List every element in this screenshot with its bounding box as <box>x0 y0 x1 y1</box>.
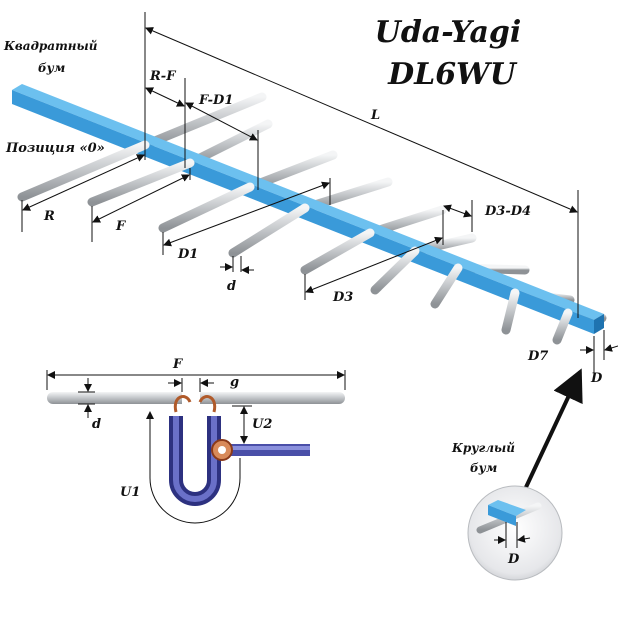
dim-D3-label: D3 <box>332 290 353 305</box>
feed-dim-F-label: F <box>172 357 183 372</box>
dim-D1-label: D1 <box>177 247 198 262</box>
dim-R-label: R <box>43 209 55 224</box>
round-boom-inset: Круглый бум D <box>451 368 583 581</box>
dim-d-label: d <box>227 279 236 294</box>
director3-front-half <box>300 228 375 275</box>
dim-F-label: F <box>115 219 126 234</box>
inset-boom-top <box>488 500 526 516</box>
feed-connection-left <box>173 395 192 413</box>
dim-FD1-line <box>185 102 258 141</box>
driven-element-front-half <box>87 158 195 207</box>
round-boom-label-line2: бум <box>470 461 497 475</box>
feed-detail: F g d U1 U2 <box>46 357 346 524</box>
title-line2: DL6WU <box>387 57 518 92</box>
square-boom-label-line2: бум <box>38 61 65 75</box>
feed-dim-d-label: d <box>92 417 101 432</box>
director7-front-half <box>552 308 573 345</box>
dim-FD1-label: F-D1 <box>198 93 233 108</box>
inset-pointer-arrow <box>518 368 583 501</box>
dim-D3-line <box>305 236 443 294</box>
dim-L-line <box>145 27 578 213</box>
director1-front-half <box>158 182 255 233</box>
feed-insulator <box>182 392 200 404</box>
dim-RF-label: R-F <box>149 69 176 84</box>
boom-end-face <box>594 314 604 334</box>
feed-dim-U2-label: U2 <box>252 417 272 432</box>
director5-front-half <box>430 263 463 309</box>
director6-front-half <box>501 288 520 335</box>
inset-boom-front <box>488 505 516 526</box>
dim-D-line-right <box>604 344 618 352</box>
feed-connection-right <box>198 395 217 413</box>
dim-D3D4-label: D3-D4 <box>484 204 531 219</box>
balun-u-loop <box>169 416 221 506</box>
dim-D3D4-line <box>443 204 472 218</box>
title-line1: Uda-Yagi <box>375 15 522 50</box>
feed-dim-U1-label: U1 <box>120 485 140 500</box>
dim-D-label: D <box>590 371 603 386</box>
dim-RF-line <box>145 87 185 107</box>
inset-dim-D-label: D <box>507 552 520 567</box>
dim-D7-label: D7 <box>527 349 548 364</box>
square-boom-label-line1: Квадратный <box>3 39 98 53</box>
dim-L-label: L <box>370 108 380 123</box>
dim-D1-line <box>163 181 330 247</box>
position-zero-label: Позиция «0» <box>5 141 105 156</box>
feed-dim-U1-curve <box>146 411 241 524</box>
inset-dim-D-right <box>517 534 531 543</box>
dim-R-line <box>22 154 145 211</box>
dimension-lines <box>21 12 618 376</box>
round-boom-label-line1: Круглый <box>451 441 515 455</box>
feed-dim-g-label: g <box>230 375 239 390</box>
